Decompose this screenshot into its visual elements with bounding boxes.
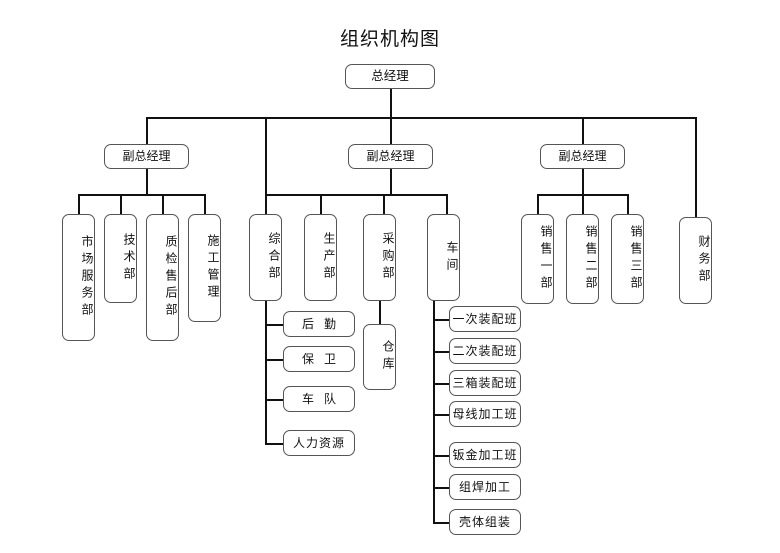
connector-chejian-stub-3 (433, 383, 449, 385)
node-label: 保卫 (301, 351, 346, 366)
node-purchasing-dept[interactable]: 采购部 (363, 214, 396, 301)
connector-chejian-stub-4 (433, 414, 449, 416)
node-label: 组焊加工 (458, 479, 511, 494)
connector-bus-drop-vp2 (390, 117, 392, 144)
node-busbar-processing-team[interactable]: 母线加工班 (449, 401, 521, 427)
node-label: 销售二部 (584, 225, 598, 293)
connector-bus-drop-vp3 (582, 117, 584, 144)
connector-vp3-child3 (627, 194, 629, 214)
node-label: 一次装配班 (452, 311, 518, 326)
node-vice-president-3[interactable]: 副总经理 (540, 144, 625, 169)
node-label: 财务部 (697, 235, 711, 286)
node-label: 仓库 (381, 340, 395, 374)
node-assembly-team-3[interactable]: 三箱装配班 (449, 370, 521, 396)
node-label: 母线加工班 (452, 406, 518, 421)
node-label: 生产部 (322, 232, 336, 283)
connector-vp2-child3 (383, 194, 385, 214)
connector-zonghe-stub-1 (265, 324, 283, 326)
connector-zonghe-stub-3 (265, 399, 283, 401)
node-label: 施工管理 (206, 234, 220, 302)
connector-vp1-child3 (162, 194, 164, 214)
node-warehouse[interactable]: 仓库 (363, 324, 396, 390)
connector-vp1-bus (78, 194, 204, 196)
connector-vp2-bus (265, 194, 448, 196)
node-vice-president-2[interactable]: 副总经理 (348, 144, 433, 169)
node-sales-dept-2[interactable]: 销售二部 (566, 214, 599, 304)
node-label: 副总经理 (558, 149, 607, 163)
connector-root-down (390, 89, 392, 118)
node-label: 人力资源 (292, 435, 345, 450)
connector-chejian-stub-6 (433, 487, 449, 489)
connector-chejian-spine (433, 300, 435, 524)
node-label: 壳体组装 (458, 514, 511, 529)
connector-vp2-child2 (320, 194, 322, 214)
connector-vp3-child1 (537, 194, 539, 214)
node-label: 销售一部 (539, 225, 553, 293)
node-label: 质检售后部 (164, 235, 178, 320)
connector-bus-drop-finance (695, 117, 697, 217)
connector-chejian-stub-2 (433, 351, 449, 353)
node-label: 市场服务部 (80, 235, 94, 320)
node-sheetmetal-processing-team[interactable]: 钣金加工班 (449, 442, 521, 468)
connector-chejian-stub-1 (433, 319, 449, 321)
node-label: 副总经理 (122, 149, 171, 163)
node-sales-dept-1[interactable]: 销售一部 (521, 214, 554, 304)
node-workshop[interactable]: 车间 (427, 214, 460, 301)
connector-vp2-child4 (446, 194, 448, 214)
node-label: 总经理 (371, 68, 409, 83)
node-production-dept[interactable]: 生产部 (304, 214, 337, 301)
node-label: 三箱装配班 (452, 375, 518, 390)
node-shell-assembly[interactable]: 壳体组装 (449, 509, 521, 535)
node-label: 销售三部 (629, 225, 643, 293)
node-logistics[interactable]: 后勤 (283, 311, 355, 337)
connector-zonghe-spine (265, 300, 267, 445)
connector-main-bus (146, 117, 696, 119)
node-human-resources[interactable]: 人力资源 (283, 430, 355, 456)
node-general-manager[interactable]: 总经理 (345, 64, 435, 89)
connector-vp1-down (146, 169, 148, 195)
node-technology-dept[interactable]: 技术部 (104, 214, 137, 303)
node-security[interactable]: 保卫 (283, 346, 355, 372)
connector-vp2-down (390, 169, 392, 195)
node-label: 车队 (301, 391, 346, 406)
node-assembly-team-1[interactable]: 一次装配班 (449, 306, 521, 332)
page-title: 组织机构图 (339, 29, 440, 50)
node-construction-management[interactable]: 施工管理 (188, 214, 221, 322)
connector-caigou-cangku (379, 300, 381, 324)
connector-zonghe-stub-2 (265, 359, 283, 361)
node-label: 技术部 (122, 233, 136, 284)
node-label: 后勤 (301, 316, 346, 331)
node-vice-president-1[interactable]: 副总经理 (104, 144, 189, 169)
connector-chejian-stub-5 (433, 455, 449, 457)
node-label: 车间 (445, 240, 459, 275)
node-welding-processing[interactable]: 组焊加工 (449, 474, 521, 500)
connector-bus-drop-vp1 (146, 117, 148, 144)
node-fleet[interactable]: 车队 (283, 386, 355, 412)
node-label: 钣金加工班 (452, 447, 518, 462)
connector-vp1-child4 (204, 194, 206, 214)
node-market-service-dept[interactable]: 市场服务部 (62, 214, 95, 341)
connector-vp3-child2 (582, 194, 584, 214)
node-label: 采购部 (381, 232, 395, 283)
node-assembly-team-2[interactable]: 二次装配班 (449, 338, 521, 364)
node-general-affairs-dept[interactable]: 综合部 (249, 214, 282, 301)
connector-chejian-stub-7 (433, 522, 449, 524)
connector-vp1-child1 (78, 194, 80, 214)
node-label: 综合部 (267, 232, 281, 283)
node-sales-dept-3[interactable]: 销售三部 (611, 214, 644, 304)
node-quality-aftersales-dept[interactable]: 质检售后部 (146, 214, 179, 341)
connector-bus-drop-group2-left (265, 117, 267, 195)
node-label: 副总经理 (366, 149, 415, 163)
node-finance-dept[interactable]: 财务部 (679, 217, 712, 304)
node-label: 二次装配班 (452, 343, 518, 358)
connector-zonghe-stub-4 (265, 443, 283, 445)
connector-vp3-down (582, 169, 584, 195)
connector-vp1-child2 (120, 194, 122, 214)
connector-vp2-child1 (265, 194, 267, 214)
